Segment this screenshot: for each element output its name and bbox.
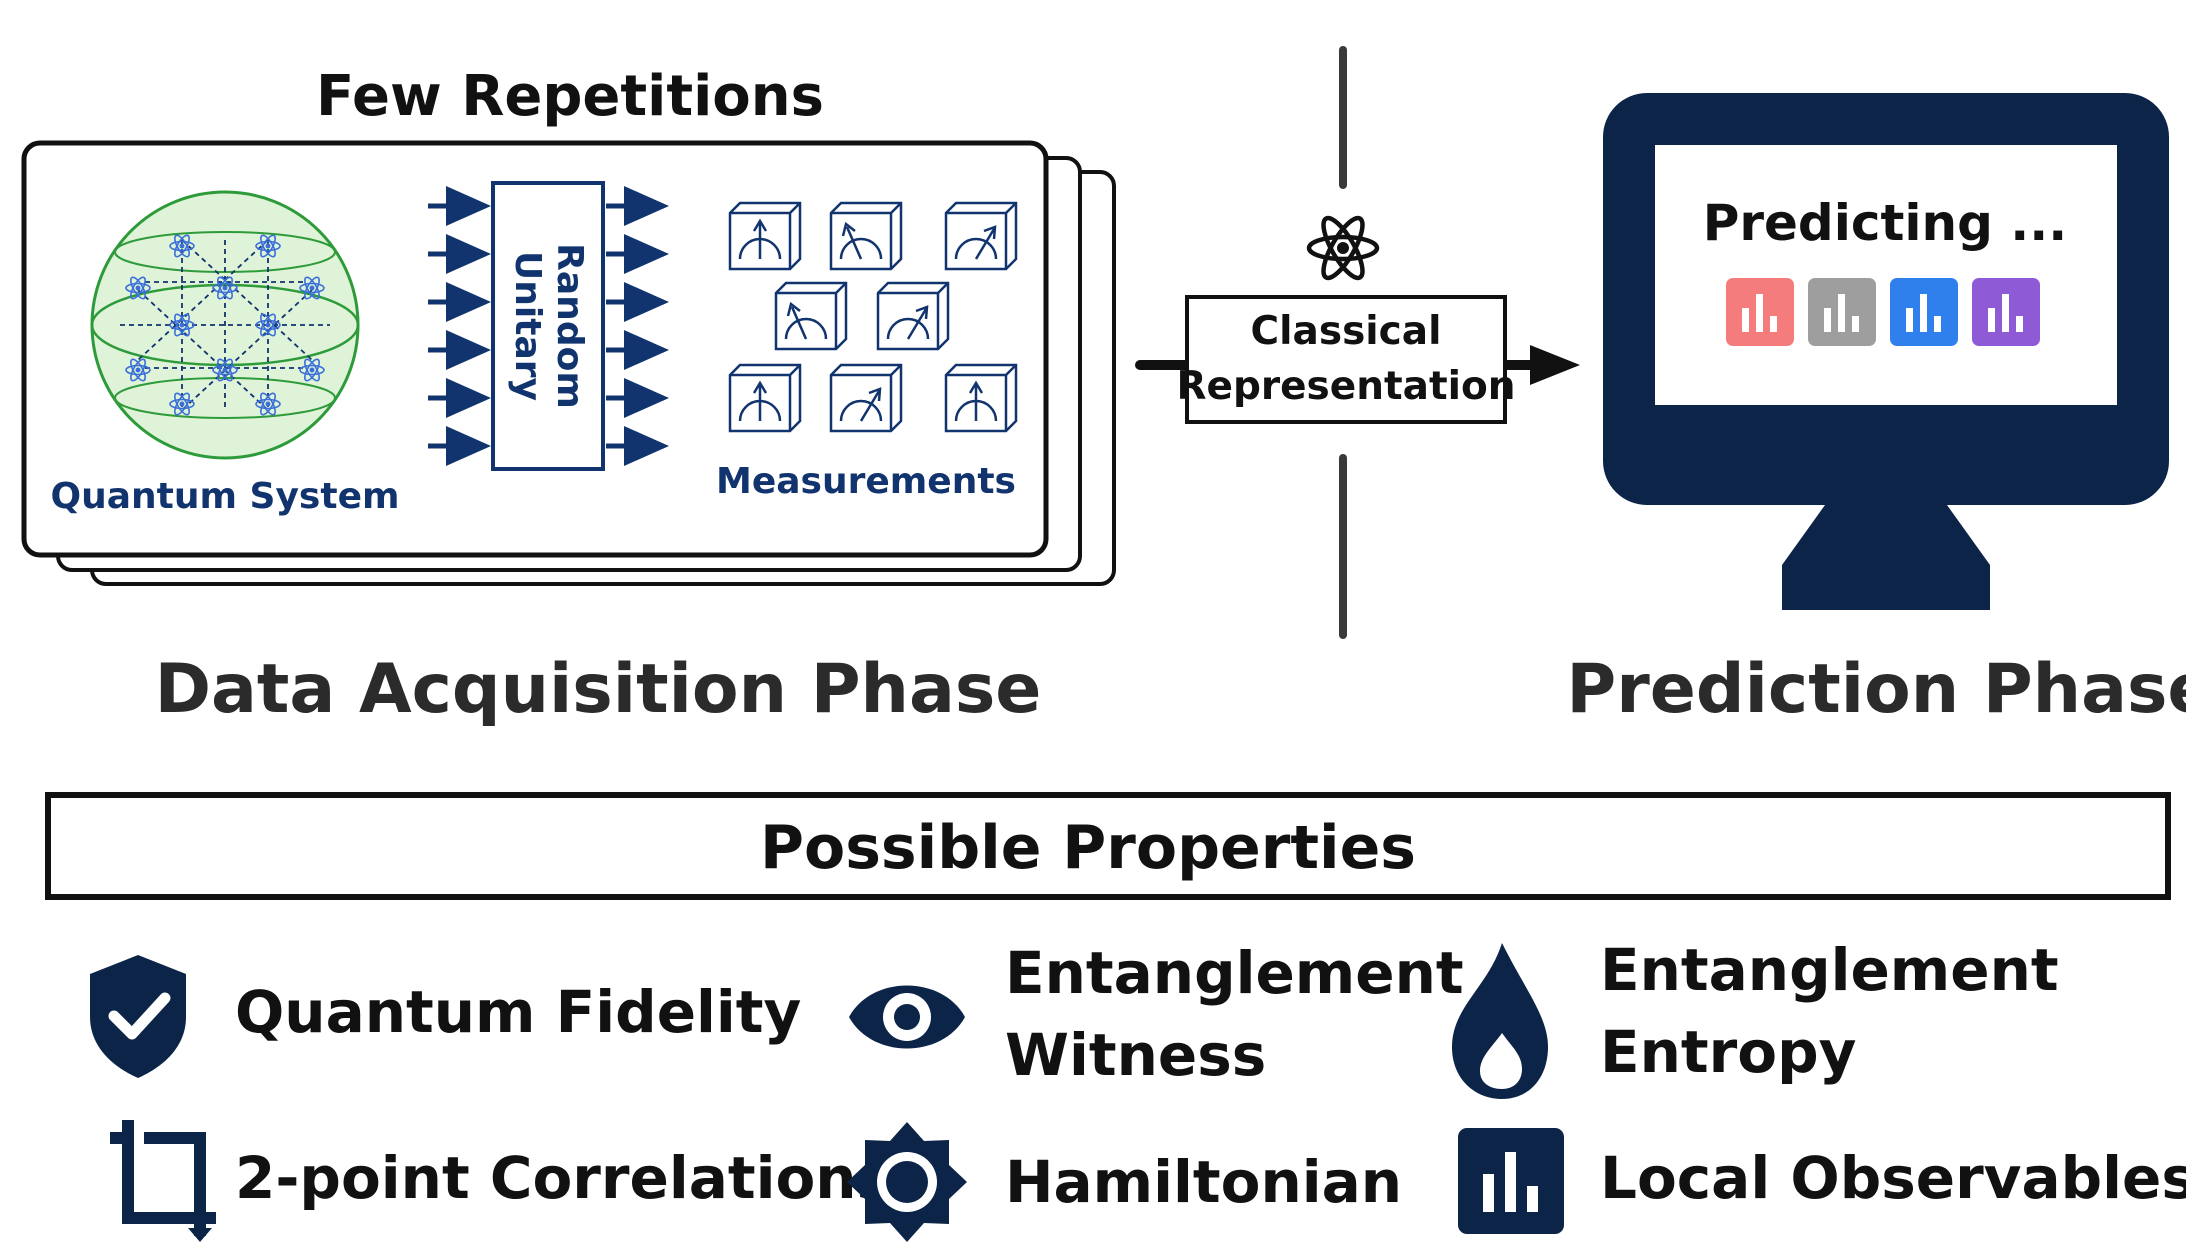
prediction-phase-label: Prediction Phase — [1566, 650, 2186, 729]
classical-representation-line2: Representation — [1176, 364, 1515, 409]
brightness-icon — [847, 1122, 967, 1242]
bar-chart-icon-purple — [1972, 278, 2040, 346]
property-quantum-fidelity: Quantum Fidelity — [235, 978, 801, 1046]
property-local-observables: Local Observables — [1600, 1144, 2186, 1212]
possible-properties-title: Possible Properties — [760, 813, 1416, 883]
data-acquisition-phase-label: Data Acquisition Phase — [155, 650, 1042, 729]
shield-check-icon — [90, 955, 186, 1078]
monitor-icon — [1603, 93, 2169, 610]
predicting-bar-chart-icons — [1726, 278, 2040, 346]
property-entanglement-witness-line1: Entanglement — [1005, 939, 1464, 1007]
property-two-point-correlations: 2-point Correlations — [235, 1144, 891, 1212]
flame-icon — [1452, 943, 1548, 1099]
output-arrows — [606, 186, 669, 466]
quantum-system-label: Quantum System — [51, 476, 400, 517]
bar-chart-icon-blue — [1890, 278, 1958, 346]
random-unitary-line1: Random — [549, 243, 590, 409]
arrow-to-prediction-head — [1530, 345, 1580, 385]
possible-properties-header-box — [45, 792, 2171, 900]
atom-icon — [1306, 215, 1380, 281]
quantum-system-sphere — [90, 190, 360, 460]
predicting-label: Predicting ... — [1703, 194, 2068, 252]
bar-chart-icon — [1458, 1128, 1564, 1234]
random-unitary-label: Random Unitary — [507, 243, 590, 409]
property-entanglement-entropy-line1: Entanglement — [1600, 936, 2059, 1004]
property-entanglement-witness-line2: Witness — [1005, 1021, 1266, 1089]
eye-icon — [849, 985, 965, 1049]
bar-chart-icon-gray — [1808, 278, 1876, 346]
classical-representation-line1: Classical — [1251, 309, 1442, 354]
few-repetitions-title: Few Repetitions — [316, 64, 824, 129]
classical-representation-box — [1185, 295, 1507, 424]
property-entanglement-entropy-line2: Entropy — [1600, 1018, 1856, 1086]
bar-chart-icon-red — [1726, 278, 1794, 346]
measurements-label: Measurements — [716, 461, 1016, 502]
measurement-meters — [728, 201, 1018, 433]
input-arrows — [428, 186, 491, 466]
random-unitary-line2: Unitary — [507, 251, 548, 401]
random-unitary-box — [491, 181, 605, 471]
property-hamiltonian: Hamiltonian — [1005, 1148, 1402, 1216]
crop-icon — [110, 1120, 216, 1242]
